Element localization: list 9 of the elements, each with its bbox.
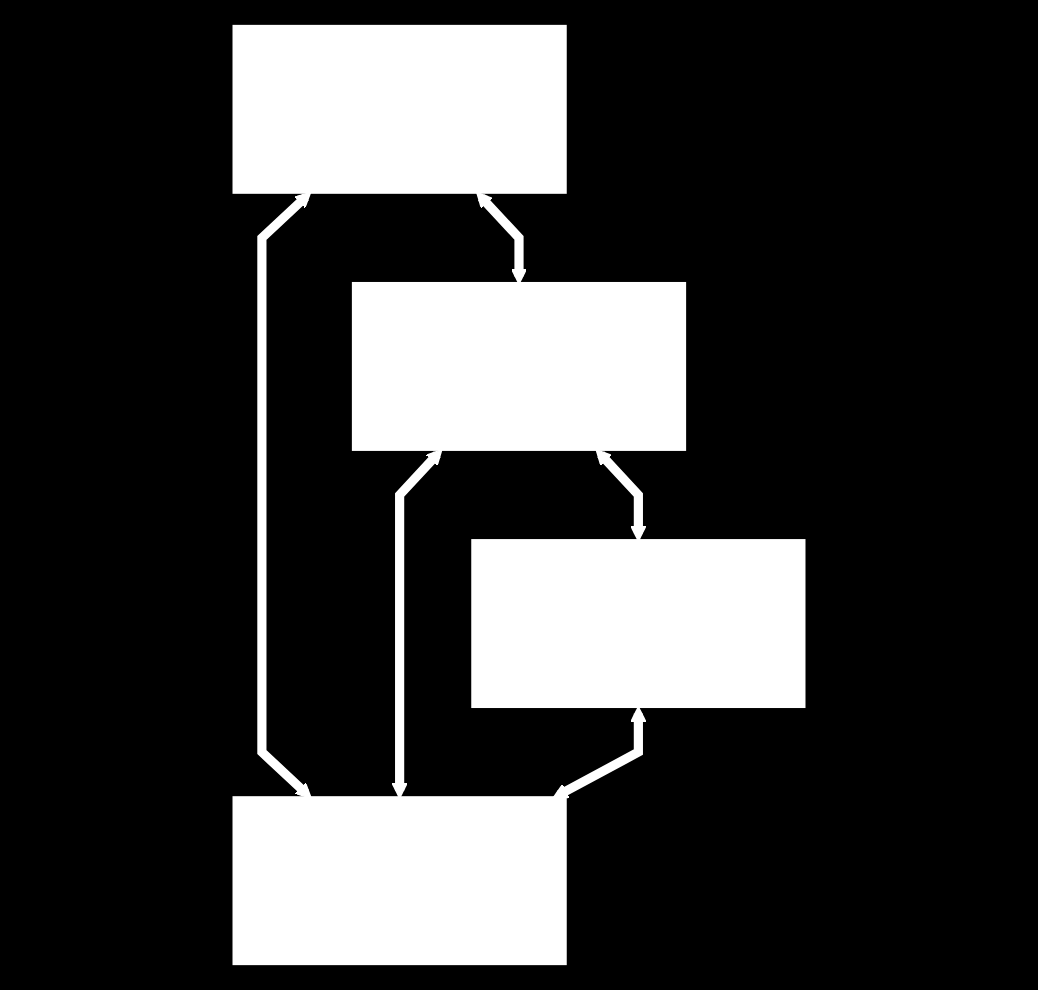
arrow — [595, 448, 647, 542]
arrow — [476, 191, 528, 285]
node-box — [232, 24, 567, 194]
node-box — [471, 539, 806, 709]
arrow — [257, 191, 312, 799]
arrow — [391, 448, 443, 799]
node-box — [351, 281, 687, 451]
arrow — [552, 706, 647, 799]
node-box — [232, 796, 567, 966]
